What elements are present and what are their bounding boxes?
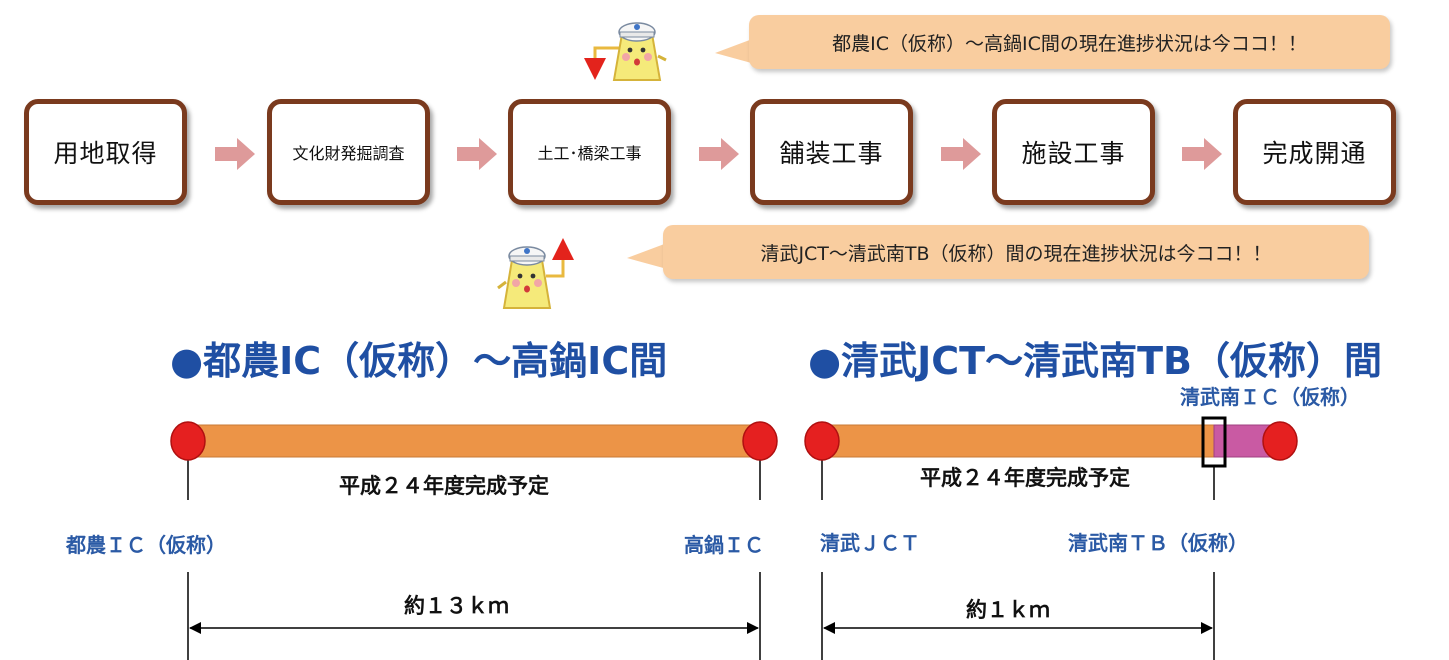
left-start-label: 都農ＩＣ（仮称） — [66, 533, 226, 557]
right-section-title: ●清武JCT～清武南TB（仮称）間 — [808, 339, 1382, 383]
left-route — [170, 421, 778, 660]
right-end-label: 清武南ＴＢ（仮称） — [1068, 531, 1248, 555]
right-interchange-label: 清武南ＩＣ（仮称） — [1180, 385, 1360, 409]
step-cultural-excavation: 文化財発掘調査 — [267, 99, 430, 205]
left-route-bar — [187, 424, 761, 458]
left-start-point — [170, 421, 206, 461]
left-section-title: ●都農IC（仮称）～高鍋IC間 — [170, 339, 668, 383]
step-paving: 舗装工事 — [750, 99, 913, 205]
step-arrow-4 — [941, 138, 981, 170]
step-arrow-1 — [215, 138, 255, 170]
right-start-label: 清武ＪＣＴ — [820, 531, 920, 555]
step-earthwork-bridge: 土工･橋梁工事 — [508, 99, 671, 205]
left-completion-label: 平成２４年度完成予定 — [339, 474, 549, 498]
mascot-pointing-up-icon — [497, 238, 574, 309]
step-opening: 完成開通 — [1233, 99, 1396, 205]
bubble-top-tail — [715, 38, 755, 64]
right-end-point — [1262, 421, 1298, 461]
right-route-bar — [821, 424, 1215, 458]
right-start-point — [804, 421, 840, 461]
step-arrow-5 — [1182, 138, 1222, 170]
bubble-top: 都農IC（仮称）～高鍋IC間の現在進捗状況は今ココ！！ — [749, 15, 1390, 69]
right-distance-label: 約１ｋｍ — [966, 598, 1050, 622]
bubble-bottom-tail — [627, 243, 667, 269]
left-end-label: 高鍋ＩＣ — [684, 533, 764, 557]
step-arrow-3 — [699, 138, 739, 170]
route-diagram — [170, 416, 1298, 660]
bubble-bottom: 清武JCT～清武南TB（仮称）間の現在進捗状況は今ココ！！ — [663, 225, 1369, 279]
mascot-pointing-down-icon — [584, 22, 667, 81]
right-completion-label: 平成２４年度完成予定 — [920, 466, 1130, 490]
step-land-acquisition: 用地取得 — [24, 99, 187, 205]
step-arrow-2 — [457, 138, 497, 170]
step-facilities: 施設工事 — [992, 99, 1155, 205]
right-route — [804, 416, 1298, 660]
left-end-point — [742, 421, 778, 461]
left-distance-label: 約１３ｋｍ — [404, 594, 509, 618]
